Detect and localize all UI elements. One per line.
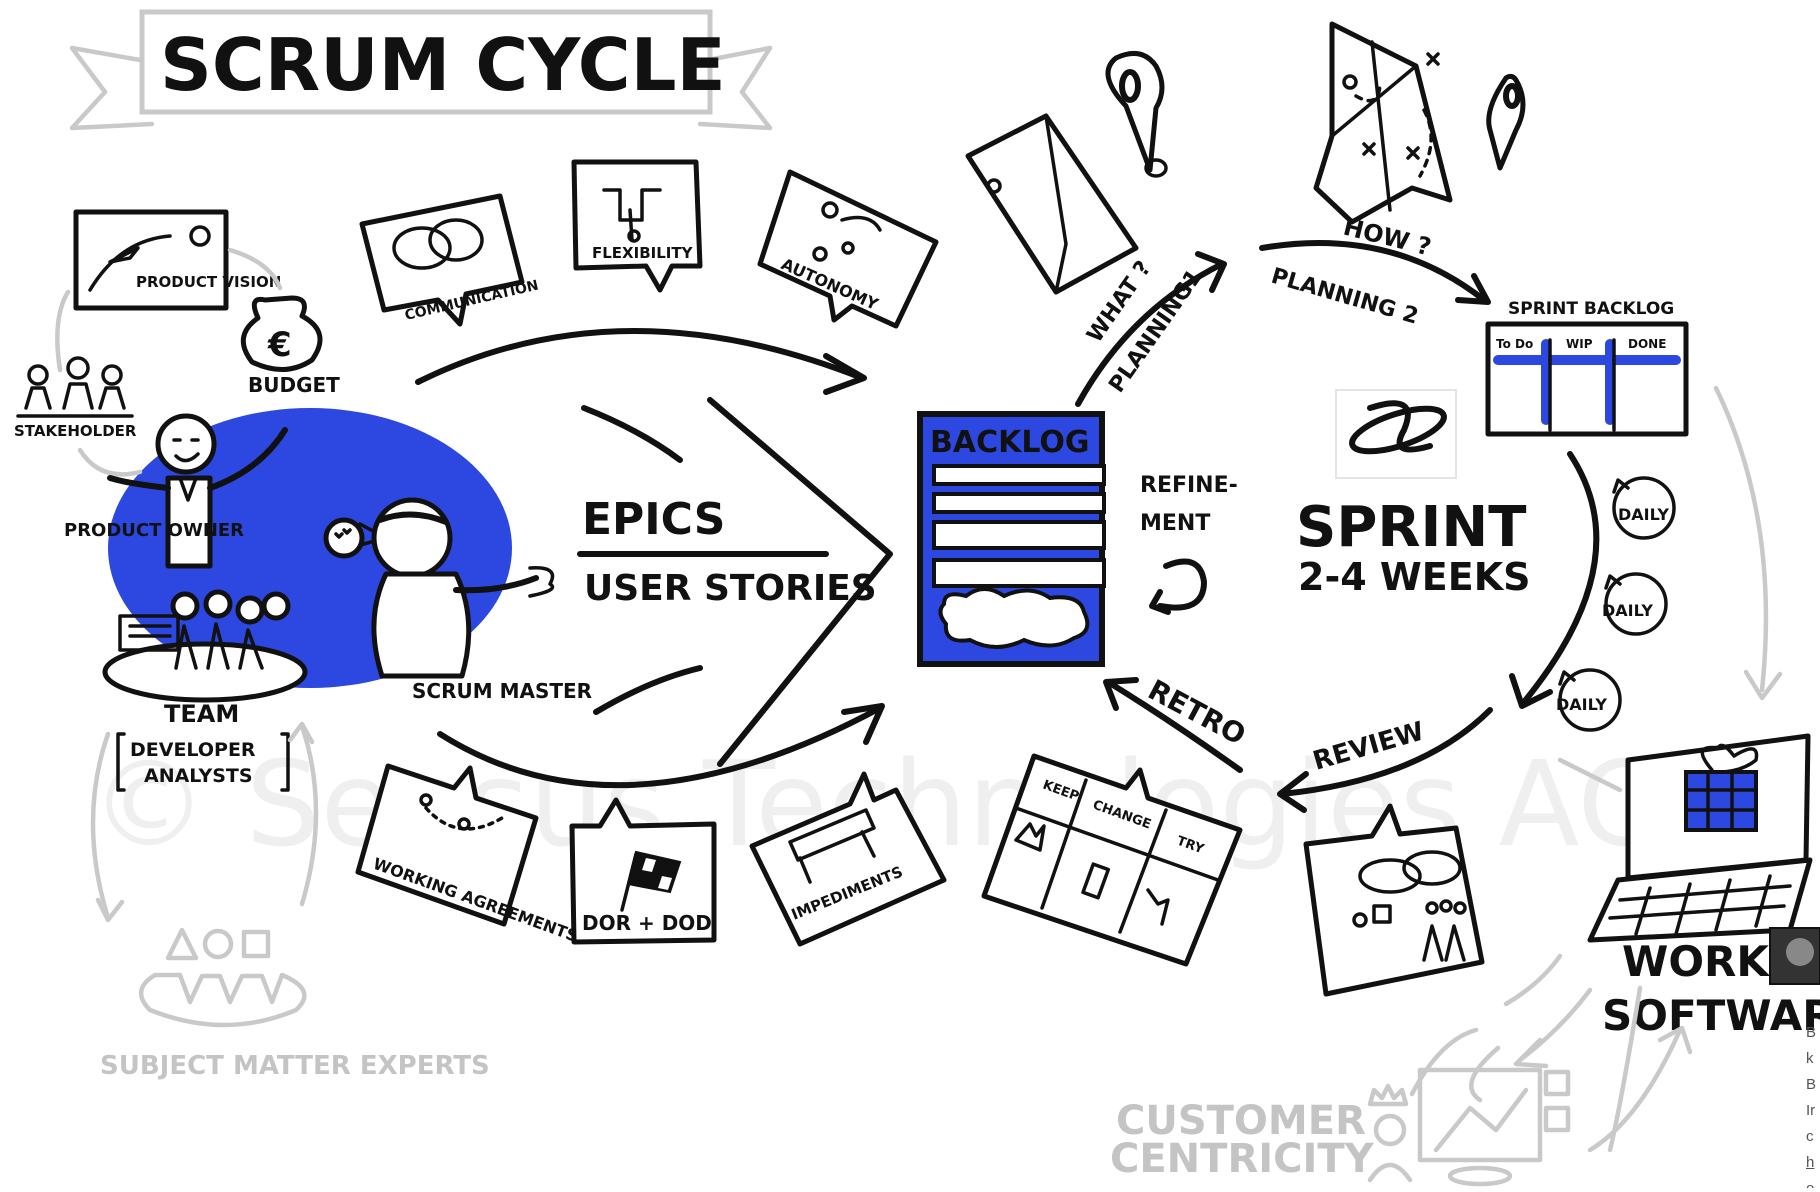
daily-loop-2: DAILY	[1602, 572, 1668, 636]
planning2-label: PLANNING 2	[1268, 264, 1421, 330]
daily-label-1: DAILY	[1618, 505, 1669, 524]
stakeholder-label: STAKEHOLDER	[14, 422, 137, 440]
caption-link[interactable]: o	[1806, 1176, 1820, 1188]
sprint-backlog-col-todo: To Do	[1496, 337, 1533, 351]
review-card	[1303, 803, 1485, 997]
budget-label: BUDGET	[248, 373, 340, 397]
map-what-icon	[965, 51, 1168, 295]
value-card-dor-dod: DOR + DOD	[569, 797, 717, 945]
customer-centricity-label: CUSTOMER CENTRICITY	[1110, 1098, 1380, 1182]
customer-to-software-arrow	[1607, 985, 1643, 1153]
review-arrow	[1279, 707, 1493, 797]
retro-board: KEEP CHANGE TRY	[981, 753, 1243, 967]
caption-line: k	[1806, 1050, 1814, 1067]
caption-line: B	[1806, 1024, 1817, 1041]
cropped-avatar-face	[1786, 938, 1814, 966]
budget-bag-icon: €	[240, 295, 323, 373]
scrum-logo-icon	[1335, 389, 1457, 479]
backlog-title: BACKLOG	[930, 425, 1090, 460]
sprint-duration: 2-4 WEEKS	[1298, 555, 1531, 599]
subject-matter-experts-icon	[139, 927, 307, 1028]
backlog-to-software-arrow	[1713, 385, 1769, 693]
product-vision-label: PRODUCT VISION	[136, 273, 281, 291]
sprint-backlog-board: To Do WIP DONE	[1485, 321, 1689, 437]
sprint-arc-arrow	[1521, 451, 1600, 705]
sprint-backlog-col-wip: WIP	[1566, 337, 1593, 351]
user-stories-label: USER STORIES	[584, 568, 877, 609]
epics-user-stories-arrow	[577, 397, 893, 767]
page-title: SCRUM CYCLE	[160, 23, 726, 107]
caption-line: c	[1806, 1128, 1814, 1145]
caption-line: B	[1806, 1076, 1817, 1093]
stakeholder-icon	[16, 356, 134, 418]
value-card-autonomy: AUTONOMY	[757, 169, 939, 329]
cropped-side-caption: B k B Ir c h o n	[1806, 1020, 1820, 1188]
planning2-arrow	[1259, 240, 1487, 303]
title-banner: SCRUM CYCLE	[69, 9, 773, 131]
refinement-label: REFINE- MENT	[1140, 473, 1245, 536]
refinement-loop-icon	[1157, 558, 1207, 611]
budget-symbol: €	[267, 325, 292, 365]
sprint-backlog-col-done: DONE	[1628, 337, 1666, 351]
daily-loop-1: DAILY	[1612, 476, 1676, 540]
working-software-laptop	[1587, 733, 1813, 943]
team-label: TEAM	[164, 700, 239, 728]
refinement-line2: MENT	[1140, 511, 1210, 536]
scrum-master-label-line1: SCRUM MASTER	[412, 679, 592, 703]
product-owner-label: PRODUCT OWNER	[64, 520, 244, 541]
epics-label: EPICS	[582, 494, 725, 545]
map-how-icon	[1313, 21, 1526, 225]
bottom-flow-arrow	[437, 705, 883, 789]
value-card-flexibility: FLEXIBILITY	[571, 159, 703, 293]
product-backlog-board	[917, 411, 1106, 667]
value-dor-dod-label: DOR + DOD	[582, 911, 712, 935]
caption-link[interactable]: h	[1806, 1154, 1815, 1171]
team-member-analysts: ANALYSTS	[144, 765, 253, 787]
customer-centricity-line2: CENTRICITY	[1110, 1136, 1375, 1182]
customer-loop-arrow	[1587, 1027, 1683, 1153]
planning1-arrow	[1075, 261, 1225, 407]
customer-centricity-icon	[1367, 1067, 1571, 1187]
top-flow-arrow	[415, 328, 865, 385]
product-vision-card: PRODUCT VISION	[73, 209, 281, 311]
value-flexibility-label: FLEXIBILITY	[592, 244, 694, 262]
team-member-developer: DEVELOPER	[130, 739, 256, 761]
refinement-line1: REFINE-	[1140, 473, 1238, 498]
product-owner-figure	[107, 413, 288, 569]
daily-loop-3: DAILY	[1556, 668, 1622, 732]
sprint-backlog-title: SPRINT BACKLOG	[1508, 299, 1674, 319]
daily-label-3: DAILY	[1556, 695, 1607, 714]
customer-centricity-line1: CUSTOMER	[1116, 1098, 1366, 1144]
sprint-title: SPRINT	[1296, 495, 1526, 560]
caption-line: Ir	[1806, 1102, 1816, 1119]
team-members-box: DEVELOPER ANALYSTS	[116, 732, 290, 792]
subject-matter-experts-label: SUBJECT MATTER EXPERTS	[100, 1051, 490, 1081]
retro-arrow	[1105, 679, 1243, 773]
team-figure	[102, 589, 308, 703]
daily-label-2: DAILY	[1602, 601, 1653, 620]
value-card-communication: COMMUNICATION	[359, 193, 540, 327]
scrum-master-figure	[323, 497, 555, 679]
scrum-master-label: SCRUM MASTER	[412, 679, 592, 703]
